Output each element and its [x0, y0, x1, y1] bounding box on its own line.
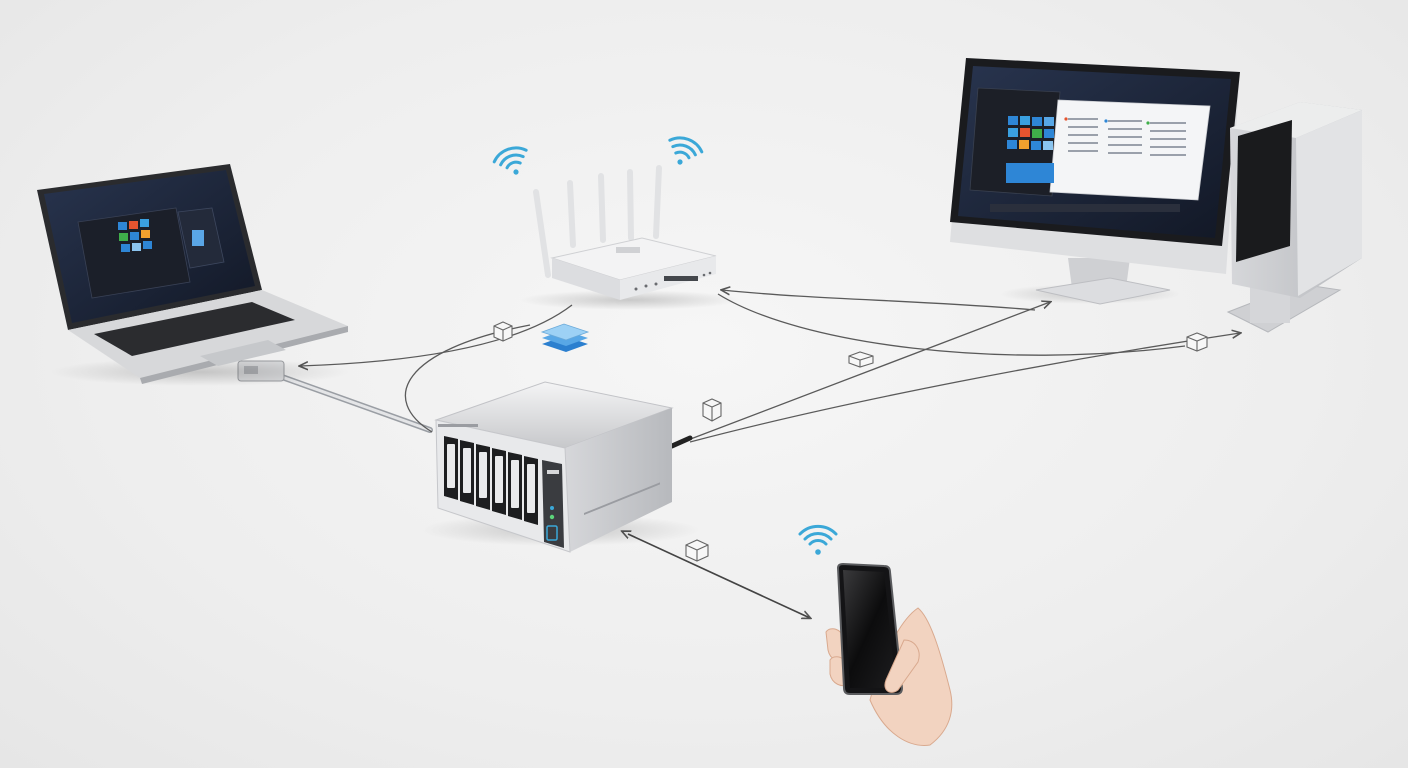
- package-icon: [1186, 332, 1208, 352]
- wifi-signal-icon: [798, 524, 838, 555]
- file-stack-icon: [540, 323, 590, 352]
- wifi-router[interactable]: [492, 134, 740, 310]
- package-icon: [493, 321, 513, 342]
- tower-front-panel: [1236, 120, 1292, 262]
- wifi-signal-icon: [668, 136, 704, 165]
- laptop[interactable]: [37, 164, 350, 386]
- monitor-file-list: [1064, 117, 1186, 156]
- flow-arrow-desktop-to-router: [722, 290, 1036, 311]
- phone-screen: [843, 570, 896, 688]
- package-icon: [702, 398, 722, 422]
- nas-drive-bays: [444, 436, 538, 525]
- package-icon: [848, 351, 874, 368]
- wifi-signal-icon: [492, 146, 528, 175]
- nas-control-panel: [542, 460, 564, 548]
- flow-arrow-nas-to-phone: [628, 534, 810, 618]
- flow-arrow-router-to-tower: [717, 293, 1186, 356]
- desktop-tower[interactable]: [1226, 102, 1362, 333]
- desktop-monitor[interactable]: [950, 58, 1240, 305]
- power-button-icon[interactable]: [549, 514, 555, 520]
- nas-vent-grille: [584, 482, 660, 516]
- flow-arrow-router-to-laptop: [300, 304, 573, 366]
- laptop-keyboard: [94, 302, 295, 356]
- packet-icons: [493, 321, 1208, 562]
- flow-arrow-nas-to-desktop: [687, 302, 1050, 441]
- flow-arrow-nas-curve: [404, 324, 531, 433]
- monitor-app-windows: [969, 87, 1211, 212]
- router-status-leds: [634, 271, 712, 291]
- monitor-tile-grid: [1006, 116, 1054, 183]
- laptop-trackpad: [200, 340, 286, 366]
- router-antennas: [533, 165, 662, 278]
- nas-storage[interactable]: [420, 381, 700, 553]
- monitor-taskbar: [990, 204, 1180, 212]
- laptop-app-window: [77, 207, 225, 299]
- laptop-tile-grid: [118, 219, 152, 252]
- flow-arrow-nas-to-tower: [689, 333, 1240, 443]
- hand-thumb: [884, 639, 920, 693]
- package-icon: [685, 539, 709, 562]
- nas-side-cable: [669, 435, 693, 449]
- smartphone[interactable]: [798, 524, 953, 746]
- connections: [237, 290, 1240, 618]
